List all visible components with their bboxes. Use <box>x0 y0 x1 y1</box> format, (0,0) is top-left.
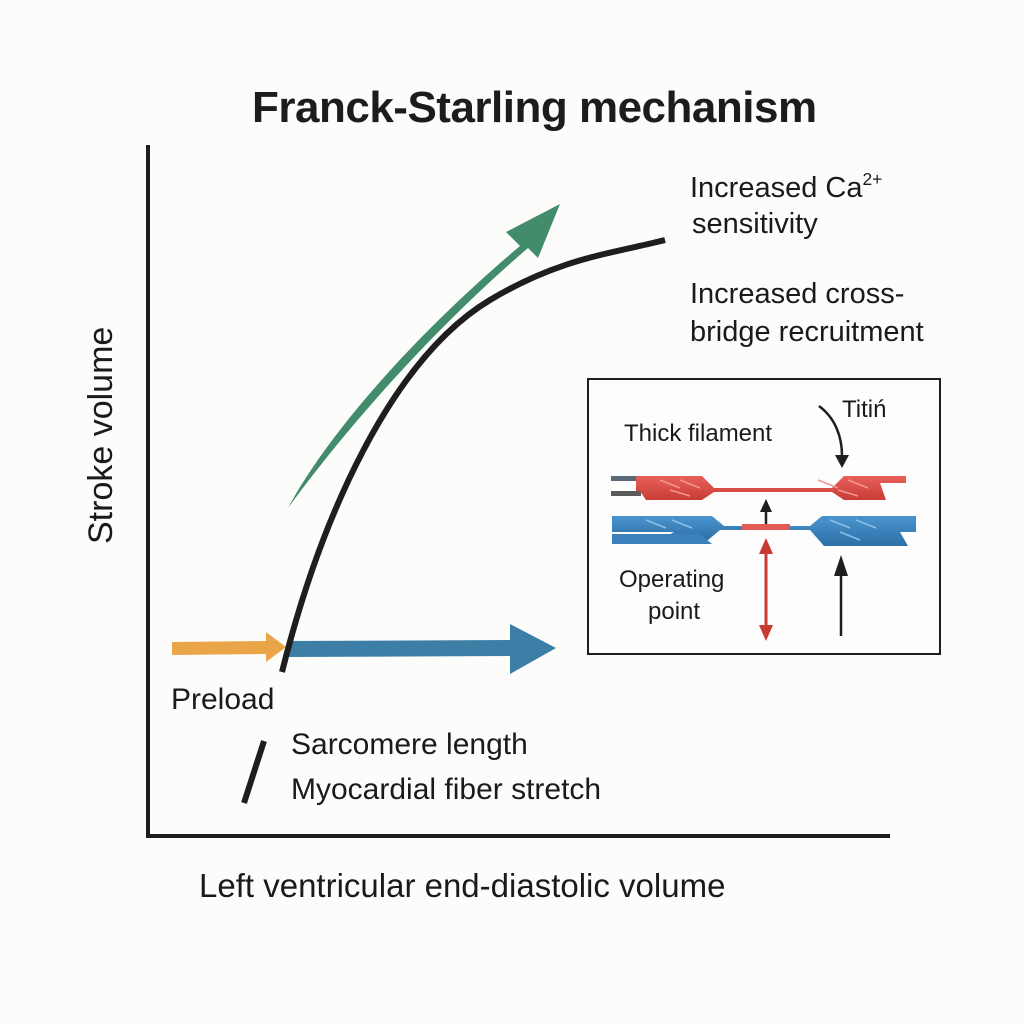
calcium-text: Increased Ca <box>690 172 863 204</box>
operating-point-arrowhead-up <box>759 538 773 554</box>
titin-arrowhead <box>835 455 849 468</box>
up-arrow-large-head <box>834 555 848 576</box>
crossbridge-annotation-line2: bridge recruitment <box>690 316 924 348</box>
titin-arrow <box>818 405 844 457</box>
titin-label: Titiń <box>842 396 887 423</box>
thin-filament <box>612 516 916 546</box>
fiber-stretch-label: Myocardial fiber stretch <box>291 773 602 806</box>
thick-filament <box>611 476 906 500</box>
green-arrow <box>288 204 560 508</box>
stretch-arrow <box>288 624 556 674</box>
y-axis-label: Stroke volume <box>82 326 120 544</box>
calcium-annotation-line1: Increased Ca2+ <box>690 170 882 204</box>
calcium-annotation-line2: sensitivity <box>692 208 818 240</box>
operating-point-label-line2: point <box>648 598 701 625</box>
crossbridge-annotation-line1: Increased cross- <box>690 278 905 310</box>
frank-starling-curve <box>279 237 666 673</box>
preload-label: Preload <box>171 683 275 716</box>
diagram-title: Franck-Starling mechanism <box>252 83 817 132</box>
preload-arrow <box>172 632 286 662</box>
calcium-superscript: 2+ <box>862 168 883 189</box>
x-axis-label: Left ventricular end-diastolic volume <box>199 867 726 904</box>
slash-mark <box>241 740 267 804</box>
operating-point-arrowhead-down <box>759 625 773 641</box>
sarcomere-length-label: Sarcomere length <box>291 728 528 761</box>
thick-filament-label: Thick filament <box>624 420 773 447</box>
up-arrow-small-head <box>760 499 772 512</box>
operating-point-label-line1: Operating <box>619 566 725 593</box>
